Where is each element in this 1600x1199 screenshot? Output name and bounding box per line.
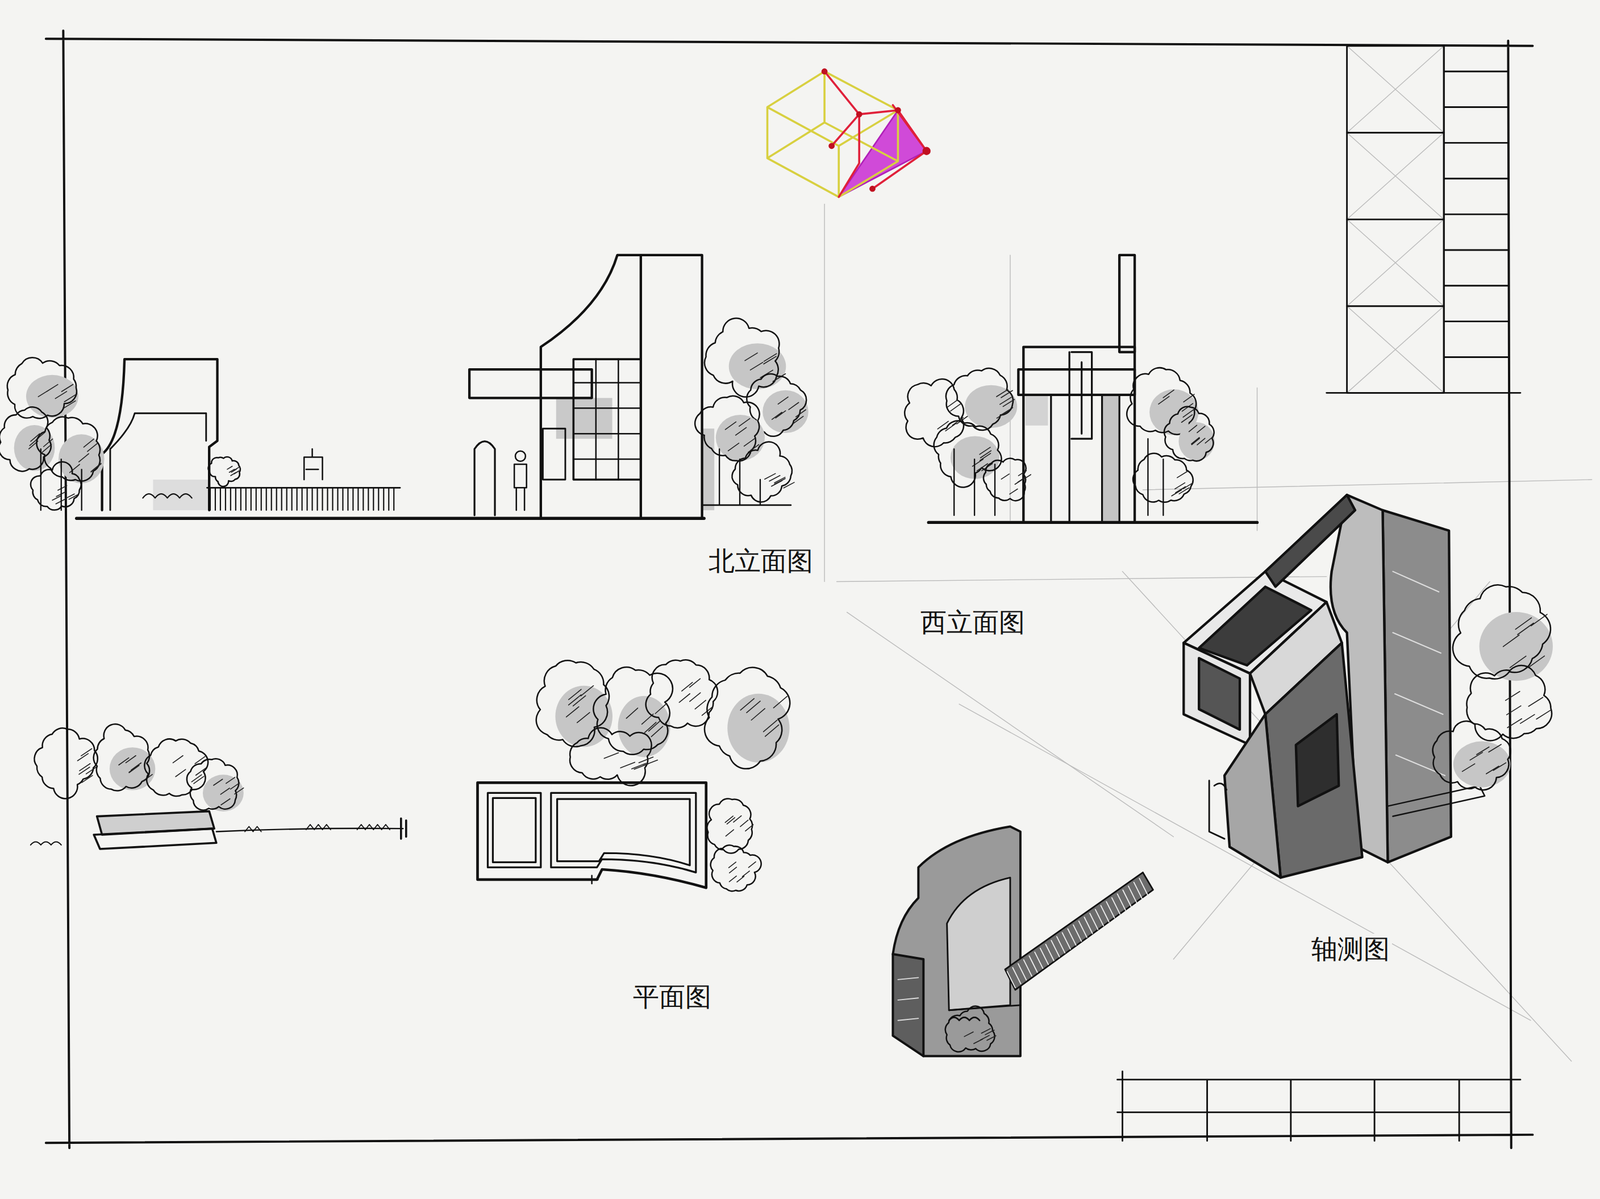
tree-shade [26, 375, 79, 418]
tree-trunk [953, 448, 995, 516]
tree-outline [7, 357, 77, 419]
tree-outline [30, 461, 82, 511]
view-title: 轴测图 [1309, 933, 1393, 965]
tree-hatch [725, 418, 760, 453]
tree-outline [1164, 406, 1215, 462]
tree-hatch [764, 473, 795, 488]
sheet-border [46, 30, 1533, 1148]
tree-hatch [744, 352, 786, 382]
tree-hatch [772, 397, 807, 424]
tree-hatch [1505, 691, 1552, 728]
plan-view [477, 782, 706, 888]
tree-shade [202, 774, 244, 812]
tree-outline [983, 458, 1027, 502]
tree-hatch [603, 752, 658, 770]
tree-trunk [40, 448, 82, 511]
tree-hatch [38, 384, 76, 408]
tree-outline [731, 441, 793, 502]
tree-outline [945, 1006, 995, 1052]
tree-outline [207, 456, 240, 487]
tree-outline [904, 378, 964, 447]
tree-hatch [1462, 744, 1507, 774]
tree-sketch [0, 318, 1553, 1052]
tree-outline [1126, 367, 1197, 435]
view-title: 北立面图 [706, 545, 816, 577]
guide-line [824, 46, 1593, 1062]
tree-outline [186, 758, 239, 810]
tree-hatch [52, 485, 78, 504]
tree-hatch [1189, 425, 1214, 445]
axo-wall [892, 826, 1153, 1057]
north-elevation [76, 255, 791, 519]
tree-shade [1453, 741, 1511, 788]
concept-cube [767, 68, 931, 197]
tree-outline [34, 727, 98, 799]
tree-shade [727, 693, 790, 763]
tree-outline [646, 659, 718, 728]
tree-outline [704, 667, 790, 769]
tree-shade [762, 390, 808, 433]
tree-outline [710, 844, 762, 891]
view-title: 平面图 [630, 981, 714, 1013]
tree-outline [704, 318, 779, 398]
tree-outline [536, 660, 610, 747]
tree-hatch [972, 447, 993, 471]
view-title: 西立面图 [918, 606, 1028, 639]
tree-hatch [725, 815, 753, 837]
tree-hatch [69, 439, 102, 473]
tree-shade [109, 747, 156, 790]
tree-outline [1467, 665, 1552, 741]
tree-outline [0, 406, 52, 472]
tree-outline [1432, 721, 1511, 790]
tree-hatch [172, 755, 206, 784]
plan-strip [30, 811, 407, 849]
west-elevation [928, 255, 1257, 523]
tree-outline [144, 738, 208, 797]
tree-hatch [740, 696, 787, 737]
tree-hatch [213, 777, 244, 806]
title-block [1326, 46, 1521, 394]
tree-trunk [1147, 438, 1164, 516]
tree-hatch [964, 1028, 997, 1044]
tree-outline [934, 421, 1002, 488]
axo-building [1183, 494, 1485, 878]
tree-hatch [1503, 614, 1548, 668]
tree-hatch [1171, 471, 1194, 497]
tree-hatch [227, 465, 240, 476]
tree-outline [569, 727, 652, 786]
tree-hatch [996, 389, 1015, 418]
tree-hatch [566, 685, 594, 723]
tree-trunk [719, 448, 761, 506]
tree-shade [618, 696, 671, 758]
tree-outline [593, 667, 673, 755]
tree-outline [1452, 584, 1551, 679]
tree-shade [1178, 422, 1215, 461]
tree-hatch [728, 861, 756, 882]
tree-hatch [1001, 470, 1031, 494]
tree-outline [93, 723, 150, 791]
scale-grid [1117, 1071, 1521, 1141]
